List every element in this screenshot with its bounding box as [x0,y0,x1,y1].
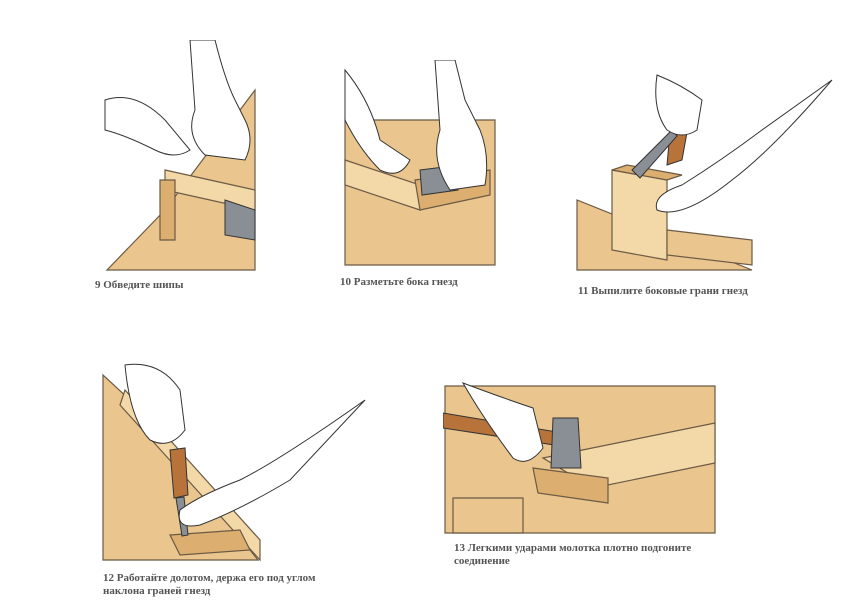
figure-13-illustration [443,382,716,534]
figure-12-caption-line1: 12 Работайте долотом, держа его под угло… [103,572,316,584]
figure-10-illustration [344,60,496,266]
figure-10-caption: 10 Разметьте бока гнезд [340,276,458,288]
figure-12-illustration [102,363,366,562]
figure-11-caption: 11 Выпилите боковые грани гнезд [578,285,748,297]
figure-13-caption-line2: соединение [454,555,510,567]
figure-9-illustration [104,40,256,271]
figure-13-caption-line1: 13 Легкими ударами молотка плотно подгон… [454,542,692,554]
figure-11-illustration [576,74,833,271]
figure-12-caption-line2: наклона граней гнезд [103,585,211,597]
figure-9-caption: 9 Обведите шипы [95,279,184,291]
